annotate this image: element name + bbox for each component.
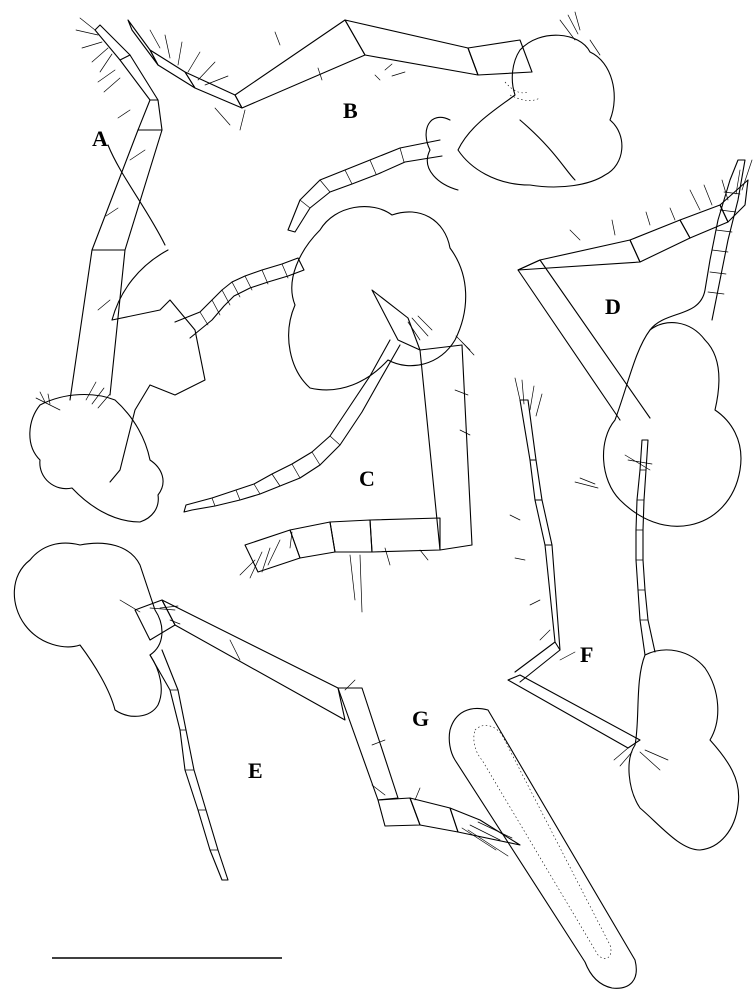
appendage-g (448, 707, 637, 989)
panel-label-b: B (343, 98, 358, 123)
appendage-d (517, 159, 753, 527)
appendage-c (183, 206, 475, 613)
panel-label-g: G (412, 706, 430, 731)
panel-label-f: F (580, 642, 594, 667)
appendage-f (507, 377, 740, 851)
panel-label-a: A (92, 126, 108, 151)
appendage-b (127, 11, 623, 233)
panel-label-c: C (359, 466, 375, 491)
appendage-a (29, 17, 305, 523)
appendage-e (13, 542, 521, 881)
panel-label-e: E (248, 758, 263, 783)
panel-label-d: D (605, 294, 621, 319)
